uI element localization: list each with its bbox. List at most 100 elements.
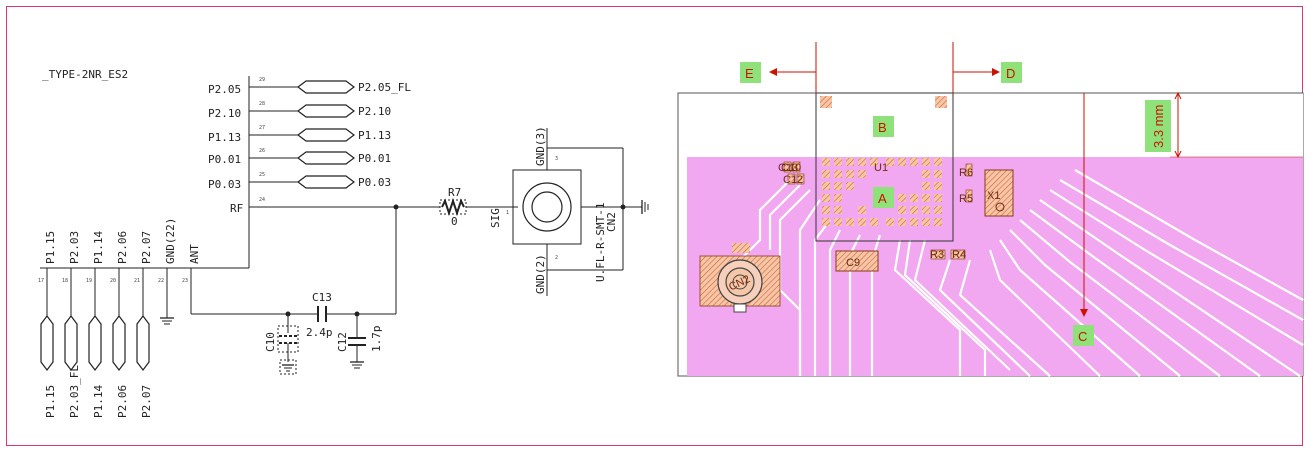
pin-row-p2-10: P2.10 28 P2.10 [208, 101, 391, 120]
ground-symbol [641, 200, 649, 214]
svg-text:ANT: ANT [188, 244, 201, 264]
svg-text:3: 3 [555, 156, 558, 162]
pin-col-p1-15: P1.15 17 P1.15 [38, 231, 57, 418]
svg-text:P2.05_FL: P2.05_FL [358, 81, 411, 94]
svg-text:P0.03: P0.03 [208, 178, 241, 191]
svg-text:2: 2 [555, 255, 558, 261]
svg-text:P2.07: P2.07 [140, 231, 153, 264]
svg-text:D: D [1006, 66, 1015, 81]
module-outline [815, 92, 954, 242]
net-port-flag [297, 175, 355, 189]
svg-text:C13: C13 [312, 291, 332, 304]
svg-text:GND(22): GND(22) [164, 218, 177, 264]
svg-text:B: B [878, 120, 887, 135]
svg-text:E: E [745, 66, 754, 81]
svg-text:C12: C12 [783, 174, 803, 186]
schematic: _TYPE-2NR_ES2 P2.05 29 P2.05_FL P2.10 28… [38, 68, 649, 418]
pin-col-p2-07: P2.07 21 P2.07 [134, 231, 153, 418]
smd-components [699, 161, 1014, 313]
svg-text:25: 25 [259, 172, 265, 178]
svg-text:GND(2): GND(2) [534, 254, 547, 294]
svg-text:P1.15: P1.15 [44, 231, 57, 264]
svg-text:P0.01: P0.01 [208, 153, 241, 166]
svg-text:P1.14: P1.14 [92, 231, 105, 264]
svg-text:2.4p: 2.4p [306, 326, 333, 339]
pin-col-gnd22: GND(22) 22 [158, 218, 177, 325]
svg-text:1.7p: 1.7p [370, 326, 383, 353]
callout-d: D [1001, 62, 1022, 83]
capacitor-c12: C12 1.7p [336, 314, 383, 369]
callout-c: C [1073, 325, 1094, 346]
svg-text:P2.07: P2.07 [140, 385, 153, 418]
svg-text:RF: RF [230, 202, 243, 215]
pin-row-p0-03: P0.03 25 P0.03 [208, 172, 391, 191]
svg-text:R5: R5 [959, 193, 973, 205]
svg-text:X1: X1 [987, 190, 1000, 202]
resistor-r7: R7 0 [439, 186, 518, 228]
net-port-flag [297, 80, 355, 94]
svg-text:P2.06: P2.06 [116, 231, 129, 264]
svg-text:20: 20 [110, 278, 116, 284]
net-port-flag [297, 151, 355, 165]
svg-text:P1.14: P1.14 [92, 385, 105, 418]
svg-text:P2.03: P2.03 [68, 231, 81, 264]
module-pads [822, 158, 942, 226]
pin-row-p2-05: P2.05 29 P2.05_FL [208, 77, 411, 96]
net-port-flag [297, 104, 355, 118]
pin-col-p2-03: P2.03 18 P2.03_FL [62, 231, 81, 418]
svg-text:17: 17 [38, 278, 44, 284]
svg-text:R7: R7 [448, 186, 461, 199]
matching-network: C13 2.4p C12 1.7p [191, 207, 397, 375]
svg-text:0: 0 [451, 215, 458, 228]
svg-text:P2.06: P2.06 [116, 385, 129, 418]
crystal-x1 [984, 169, 1014, 217]
svg-text:U1: U1 [874, 162, 888, 174]
svg-text:P0.03: P0.03 [358, 176, 391, 189]
pin-col-p2-06: P2.06 20 P2.06 [110, 231, 129, 418]
svg-text:CN2: CN2 [605, 212, 618, 232]
svg-text:SIG: SIG [489, 208, 502, 228]
svg-text:24: 24 [259, 197, 265, 203]
pin-col-ant: ANT 23 [182, 244, 201, 314]
svg-text:U.FL-R-SMT-1: U.FL-R-SMT-1 [594, 203, 607, 282]
capacitor-c10: C10 [264, 314, 299, 375]
svg-text:GND(3): GND(3) [534, 126, 547, 166]
pin-row-p1-13: P1.13 27 P1.13 [208, 125, 391, 144]
svg-text:19: 19 [86, 278, 92, 284]
svg-text:1: 1 [506, 210, 509, 216]
svg-text:21: 21 [134, 278, 140, 284]
callout-a: A [873, 187, 894, 208]
svg-text:P2.10: P2.10 [358, 105, 391, 118]
bottom-pins: P1.15 17 P1.15 P2.03 18 P2.03_FL P1.14 1… [38, 218, 201, 418]
dimension-3-3mm: 3.3 mm [1145, 100, 1171, 152]
svg-text:C10: C10 [781, 162, 801, 174]
svg-text:C: C [1078, 329, 1087, 344]
callout-e: E [740, 62, 761, 83]
svg-text:26: 26 [259, 148, 265, 154]
svg-text:P1.13: P1.13 [208, 131, 241, 144]
svg-text:18: 18 [62, 278, 68, 284]
svg-text:28: 28 [259, 101, 265, 107]
capacitor-c13: C13 2.4p [306, 291, 333, 339]
svg-text:P1.13: P1.13 [358, 129, 391, 142]
svg-text:R6: R6 [959, 167, 973, 179]
svg-text:P0.01: P0.01 [358, 152, 391, 165]
svg-text:22: 22 [158, 278, 164, 284]
pcb-traces [739, 169, 1304, 377]
dimension-lines [769, 42, 1303, 317]
pcb-layout: U1 C13 C10 C12 R6 R5 X1 C9 R3 R4 CN2 [677, 42, 1304, 377]
svg-text:23: 23 [182, 278, 188, 284]
svg-text:3.3 mm: 3.3 mm [1151, 105, 1166, 148]
svg-text:27: 27 [259, 125, 265, 131]
pin-row-rf: RF 24 [230, 197, 440, 215]
part-name-label: _TYPE-2NR_ES2 [42, 68, 128, 81]
svg-text:C12: C12 [336, 332, 349, 352]
svg-text:C10: C10 [264, 332, 277, 352]
pin-col-p1-14: P1.14 19 P1.14 [86, 231, 105, 418]
svg-text:P2.05: P2.05 [208, 83, 241, 96]
net-port-flag [297, 128, 355, 142]
svg-text:P1.15: P1.15 [44, 385, 57, 418]
svg-text:C9: C9 [846, 257, 860, 269]
svg-text:29: 29 [259, 77, 265, 83]
